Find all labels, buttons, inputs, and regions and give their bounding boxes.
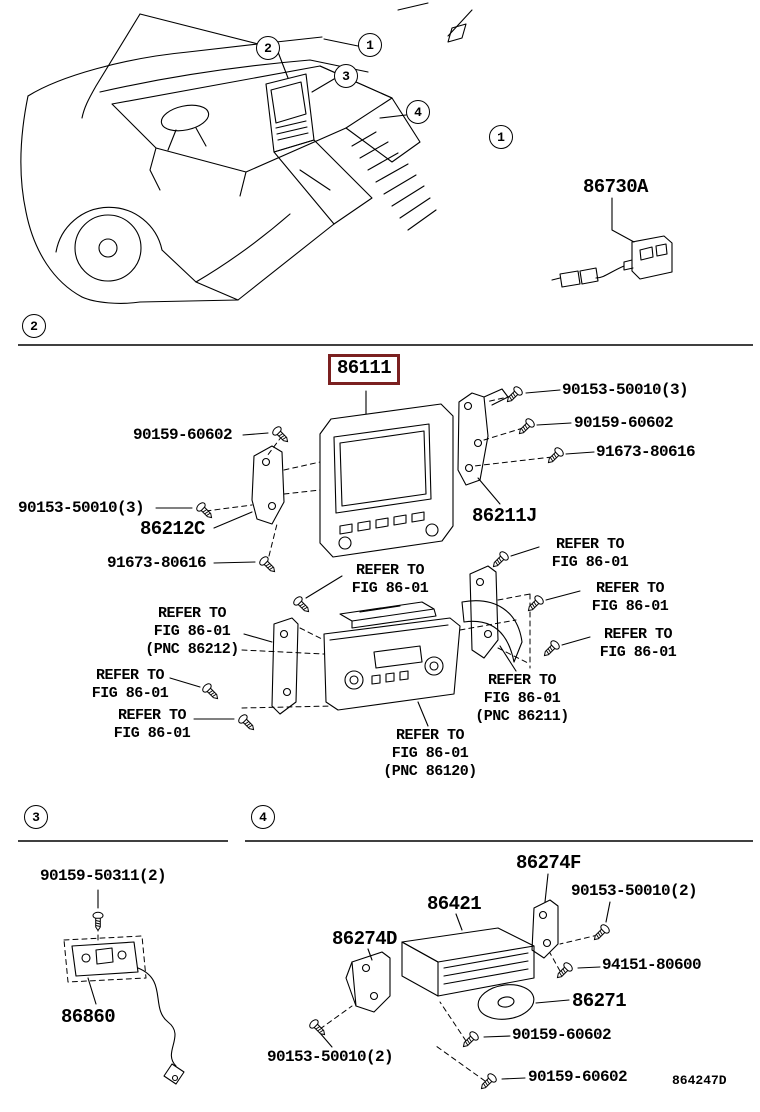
part-number-90153-50010-bottom[interactable]: 90153-50010(2) xyxy=(267,1048,394,1066)
refer-note-left-pnc86212: REFER TO FIG 86-01 (PNC 86212) xyxy=(145,605,239,658)
figure-code: 864247D xyxy=(672,1073,727,1088)
section-4-badge[interactable]: 4 xyxy=(251,805,275,829)
part-number-86730a[interactable]: 86730A xyxy=(583,176,648,198)
part-number-86271[interactable]: 86271 xyxy=(572,990,627,1012)
part-number-91673-80616-right[interactable]: 91673-80616 xyxy=(596,443,696,461)
callout-2-illustration[interactable]: 2 xyxy=(256,36,280,60)
section-divider-lines xyxy=(18,344,753,842)
callout-1-illustration[interactable]: 1 xyxy=(358,33,382,57)
part-number-86860[interactable]: 86860 xyxy=(61,1006,116,1028)
callout-3-illustration[interactable]: 3 xyxy=(334,64,358,88)
part-number-90159-60602-left[interactable]: 90159-60602 xyxy=(133,426,233,444)
part-number-86274f[interactable]: 86274F xyxy=(516,852,581,874)
section-2-badge[interactable]: 2 xyxy=(22,314,46,338)
callout-4-illustration[interactable]: 4 xyxy=(406,100,430,124)
part-number-86211j[interactable]: 86211J xyxy=(472,505,537,527)
bracket-86860-drawing xyxy=(63,889,185,1085)
part-86730a-drawing xyxy=(551,197,673,288)
section-3-badge[interactable]: 3 xyxy=(24,805,48,829)
part-number-86212c[interactable]: 86212C xyxy=(140,518,205,540)
refer-note-right-2: REFER TO FIG 86-01 xyxy=(591,580,669,615)
refer-note-left-2: REFER TO FIG 86-01 xyxy=(91,667,169,702)
part-number-90153-50010-right[interactable]: 90153-50010(3) xyxy=(562,381,689,399)
part-number-90159-60602-mid[interactable]: 90159-60602 xyxy=(512,1026,612,1044)
part-number-86111-highlighted-box[interactable]: 86111 xyxy=(328,354,401,385)
part-number-90153-50010-top[interactable]: 90153-50010(2) xyxy=(571,882,698,900)
part-number-90153-50010-left[interactable]: 90153-50010(3) xyxy=(18,499,145,517)
part-number-91673-80616-left[interactable]: 91673-80616 xyxy=(107,554,207,572)
part-number-90159-50311[interactable]: 90159-50311(2) xyxy=(40,867,167,885)
refer-note-left-3: REFER TO FIG 86-01 xyxy=(113,707,191,742)
part-number-90159-60602-bottom[interactable]: 90159-60602 xyxy=(528,1068,628,1086)
section-1-badge[interactable]: 1 xyxy=(489,125,513,149)
part-number-94151-80600[interactable]: 94151-80600 xyxy=(602,956,702,974)
radio-unit-drawing xyxy=(205,388,553,715)
leader-lines xyxy=(155,389,611,1080)
part-number-86274d[interactable]: 86274D xyxy=(332,928,397,950)
refer-note-center: REFER TO FIG 86-01 xyxy=(351,562,429,597)
car-dashboard-illustration xyxy=(20,2,473,304)
part-number-90159-60602-right[interactable]: 90159-60602 xyxy=(574,414,674,432)
refer-note-bottom-pnc86120: REFER TO FIG 86-01 (PNC 86120) xyxy=(383,727,477,780)
refer-note-right-1: REFER TO FIG 86-01 xyxy=(551,536,629,571)
refer-note-right-3: REFER TO FIG 86-01 xyxy=(599,626,677,661)
refer-note-right-pnc86211: REFER TO FIG 86-01 (PNC 86211) xyxy=(475,672,569,725)
amplifier-86421-drawing xyxy=(319,899,599,1082)
part-number-86421[interactable]: 86421 xyxy=(427,893,482,915)
